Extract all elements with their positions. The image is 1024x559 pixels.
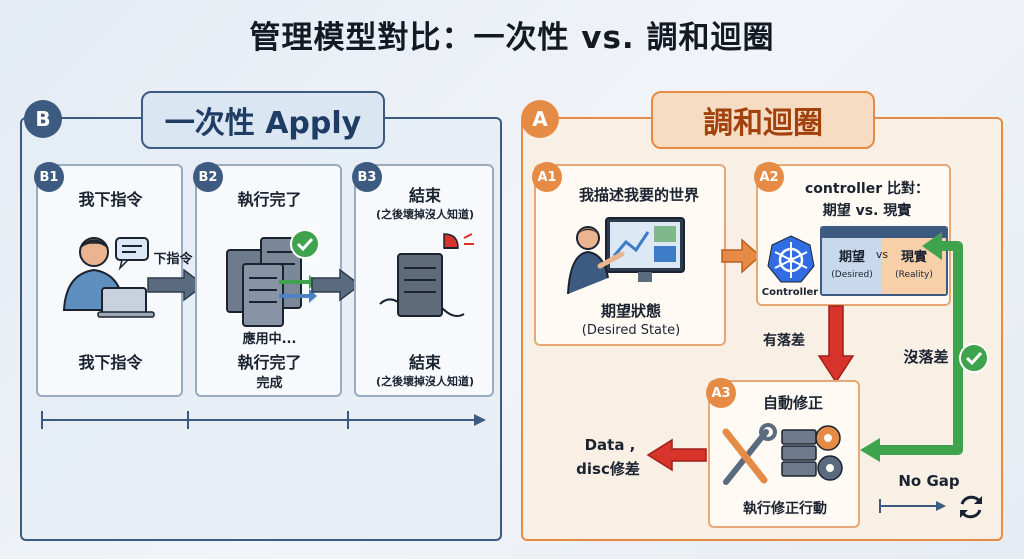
gap-arrow-down xyxy=(817,305,855,384)
broken-server-icon xyxy=(379,233,474,317)
step-a1-caption: 期望狀態 xyxy=(600,302,661,320)
step-b1-badge: B1 xyxy=(34,162,64,192)
reconcile-heading: 調和迴圈 xyxy=(651,91,875,149)
compare-desired: 期望 xyxy=(838,250,865,265)
b1-b2-arrow xyxy=(147,268,206,302)
check-circle-icon xyxy=(959,343,989,373)
step-a2-badge: A2 xyxy=(754,162,784,192)
step-b2-footer-sub: 完成 xyxy=(256,376,283,391)
step-a2-card: A2 controller 比對： 期望 vs. 現實 Controller 期… xyxy=(754,162,951,306)
step-b3-subtitle: (之後壞掉沒人知道) xyxy=(375,208,475,221)
data-disc-line1: Data , xyxy=(584,436,636,454)
step-b3-footer-sub: (之後壞掉沒人知道) xyxy=(375,375,475,388)
step-a1-title: 我描述我要的世界 xyxy=(578,186,699,204)
step-b2-status: 應用中... xyxy=(242,332,297,347)
data-disc-line2: disc修差 xyxy=(576,460,640,478)
step-b2-footer: 執行完了 xyxy=(237,353,302,372)
page-title: 管理模型對比：一次性 vs. 調和迴圈 xyxy=(249,20,775,56)
step-a2-title-line2: 期望 vs. 現實 xyxy=(822,203,912,219)
data-disc-arrow xyxy=(646,438,707,472)
person-monitor-icon xyxy=(567,217,685,295)
step-b2-card: B2 執行完了 應用中... 執行完了 完成 xyxy=(193,162,342,397)
step-a3-badge: A3 xyxy=(706,378,736,408)
step-a1-caption-sub: (Desired State) xyxy=(581,323,681,338)
no-gap-en-label: No Gap xyxy=(898,472,960,490)
step-b1-card: B1 我下指令 我下指令 xyxy=(34,162,183,397)
step-b3-card: B3 結束 (之後壞掉沒人知道) 結束 (之後壞掉沒人知道) xyxy=(352,162,494,397)
compare-reality: 現實 xyxy=(900,250,927,265)
controller-label: Controller xyxy=(761,287,819,298)
refresh-icon xyxy=(960,495,982,519)
step-a3-caption: 執行修正行動 xyxy=(743,501,827,517)
step-b3-footer: 結束 xyxy=(408,353,441,372)
step-a3-card: A3 自動修正 執行修正行動 xyxy=(706,378,860,528)
no-gap-timeline xyxy=(879,499,946,513)
kubernetes-wheel-icon xyxy=(767,235,815,283)
one-shot-heading: 一次性 Apply xyxy=(141,91,385,149)
no-gap-loop-arrow xyxy=(860,232,963,462)
server-stack-icon xyxy=(226,229,320,327)
repair-tools-icon xyxy=(722,423,843,485)
compare-desired-pane xyxy=(822,238,882,294)
panel-a-badge: A xyxy=(521,100,559,138)
compare-desired-sub: (Desired) xyxy=(831,270,873,280)
compare-window: 期望 vs 現實 (Desired) (Reality) xyxy=(820,226,948,296)
no-gap-label: 沒落差 xyxy=(903,348,949,366)
timeline-arrow xyxy=(41,411,486,429)
panel-b-badge: B xyxy=(24,100,62,138)
step-b2-title: 執行完了 xyxy=(237,190,302,209)
step-b3-badge: B3 xyxy=(352,162,382,192)
b2-b3-arrow xyxy=(311,268,362,302)
step-a1-badge: A1 xyxy=(532,162,562,192)
step-a2-title-line1: controller 比對： xyxy=(805,181,929,197)
step-b1-title: 我下指令 xyxy=(78,190,143,209)
compare-reality-sub: (Reality) xyxy=(895,270,933,280)
person-laptop-icon xyxy=(62,237,155,318)
step-b2-badge: B2 xyxy=(193,162,223,192)
step-b3-title: 結束 xyxy=(408,186,441,205)
a1-a2-arrow xyxy=(721,238,762,274)
b1-b2-arrow-label: 下指令 xyxy=(153,252,193,267)
step-a1-card: A1 我描述我要的世界 期望狀態 (Desired State) xyxy=(532,162,726,346)
step-b1-footer: 我下指令 xyxy=(78,353,143,372)
step-a3-title: 自動修正 xyxy=(762,394,823,412)
gap-label: 有落差 xyxy=(763,333,805,349)
compare-vs: vs xyxy=(875,248,889,261)
